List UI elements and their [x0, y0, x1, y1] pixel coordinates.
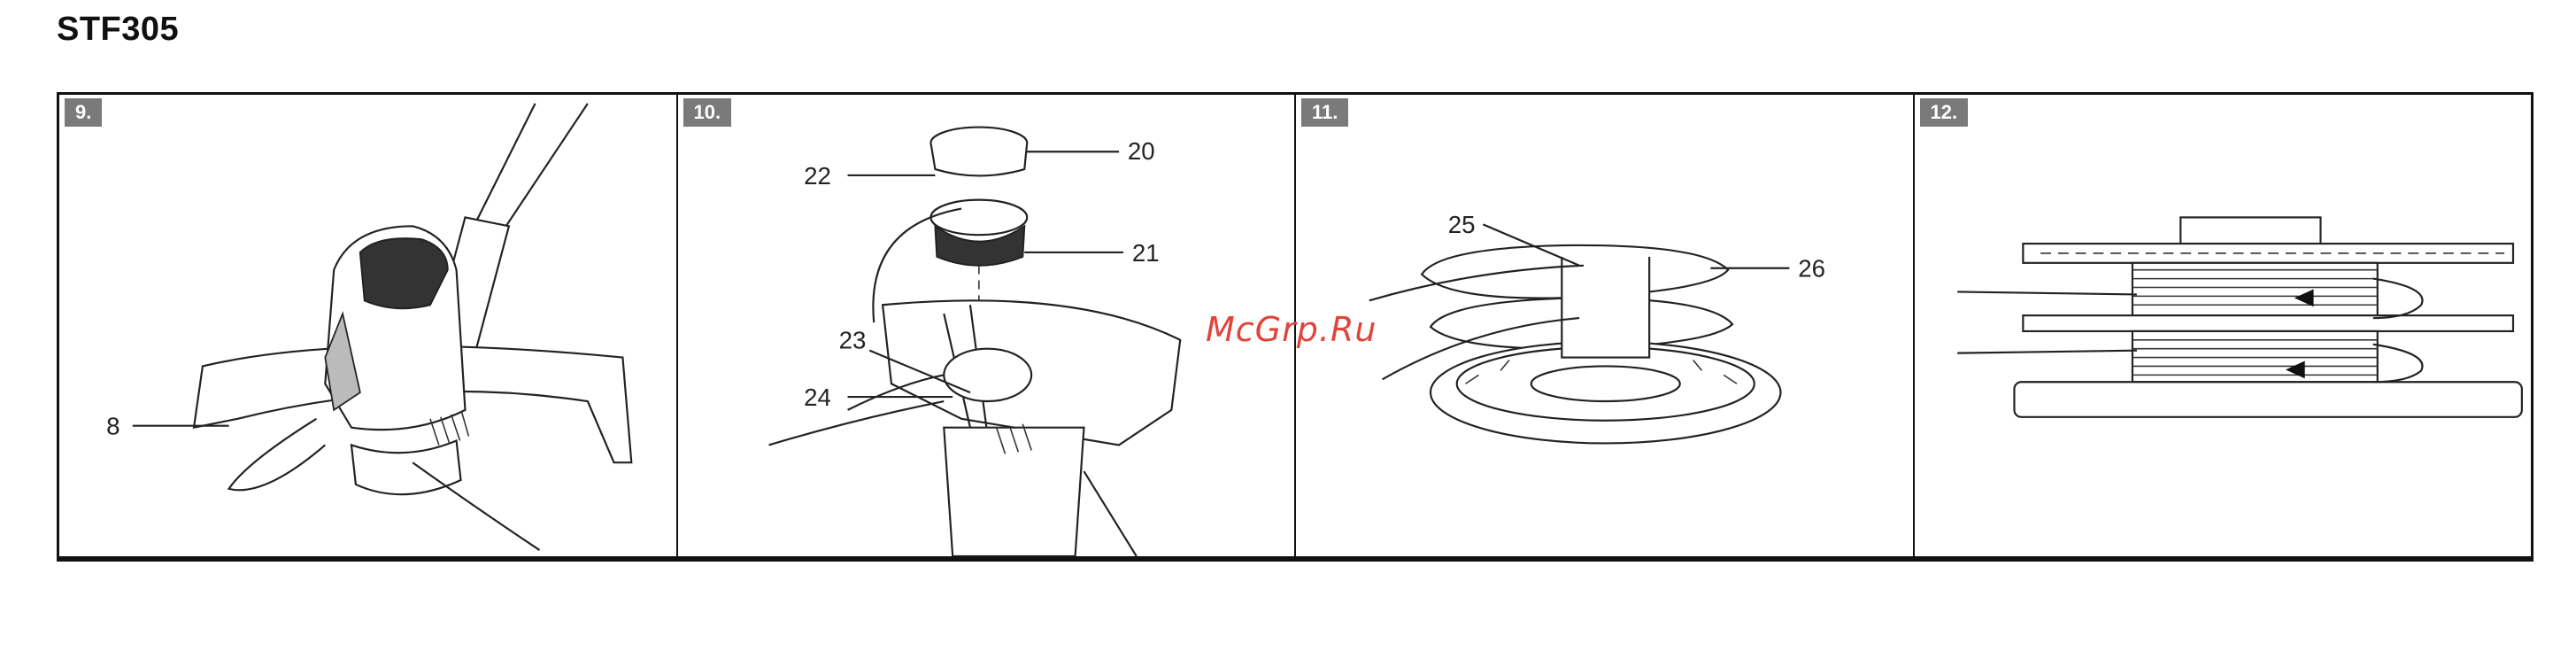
figure-panel-12: 12. — [1915, 95, 2532, 556]
trimmer-head-illustration: 8 — [59, 95, 676, 556]
callout-label: 21 — [1131, 239, 1159, 267]
callout-label: 25 — [1448, 211, 1476, 238]
document-title: STF305 — [57, 11, 179, 49]
callout-label: 24 — [804, 384, 831, 411]
callout-label: 20 — [1127, 137, 1154, 165]
spool-assembly-illustration: 20 22 21 23 24 — [678, 95, 1295, 556]
watermark: McGrp.Ru — [1206, 310, 1377, 349]
figure-panel-11: 11. 25 26 — [1296, 95, 1915, 556]
spool-winding-illustration — [1915, 95, 2532, 556]
callout-label: 23 — [838, 327, 866, 354]
callout-label: 26 — [1798, 255, 1825, 283]
spool-line-routing-illustration: 25 26 — [1296, 95, 1913, 556]
callout-label: 8 — [106, 413, 120, 440]
callout-label: 22 — [804, 162, 831, 190]
figure-panel-9: 9. 8 — [59, 95, 678, 556]
figure-panel-10: 10. 20 22 21 — [678, 95, 1297, 556]
